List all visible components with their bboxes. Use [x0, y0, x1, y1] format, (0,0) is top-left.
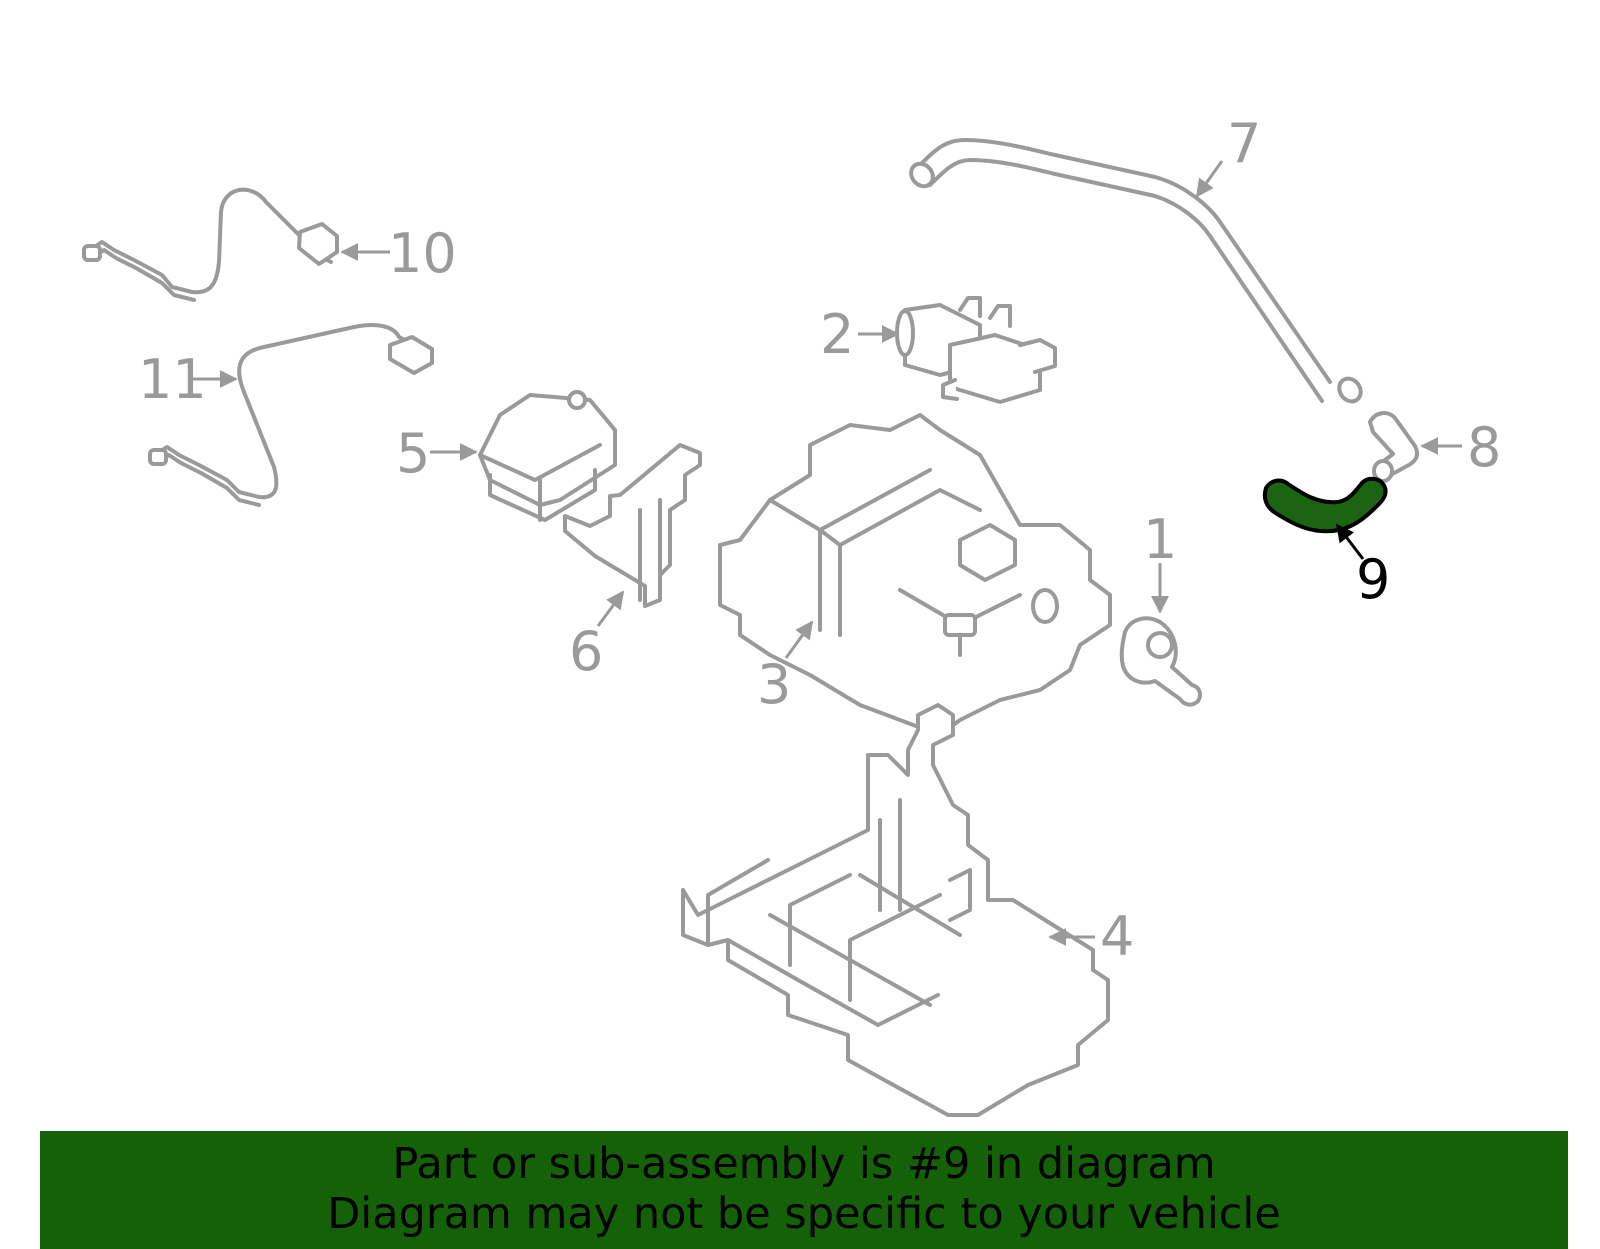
svg-text:9: 9 — [1356, 548, 1390, 611]
banner-line-part: Part or sub-assembly is #9 in diagram — [392, 1139, 1216, 1189]
part-5-canister-filter[interactable] — [478, 390, 617, 522]
svg-text:11: 11 — [138, 348, 207, 411]
callout-11: 11 — [138, 348, 238, 411]
part-6-bracket[interactable] — [563, 443, 702, 608]
svg-text:2: 2 — [820, 303, 854, 366]
callout-8: 8 — [1420, 416, 1501, 479]
svg-text:1: 1 — [1143, 508, 1177, 571]
callout-7: 7 — [1195, 112, 1261, 198]
part-3-charcoal-canister[interactable] — [718, 413, 1112, 737]
svg-text:7: 7 — [1227, 112, 1261, 175]
svg-text:10: 10 — [388, 222, 457, 285]
part-9-hose[interactable] — [1262, 476, 1388, 534]
banner-line-disclaimer: Diagram may not be specific to your vehi… — [327, 1189, 1281, 1239]
part-10-oxygen-sensor[interactable] — [82, 187, 339, 302]
callout-9: 9 — [1335, 523, 1390, 611]
svg-text:3: 3 — [757, 653, 791, 716]
part-info-banner: Part or sub-assembly is #9 in diagram Di… — [40, 1131, 1568, 1249]
callout-4: 4 — [1048, 905, 1134, 968]
part-8-elbow[interactable] — [1368, 411, 1419, 483]
part-4-tray[interactable] — [681, 703, 1110, 1117]
svg-text:5: 5 — [396, 422, 430, 485]
callout-6: 6 — [569, 590, 625, 683]
svg-text:8: 8 — [1467, 416, 1501, 479]
part-11-oxygen-sensor[interactable] — [148, 323, 434, 507]
callout-1: 1 — [1143, 508, 1177, 614]
svg-text:4: 4 — [1100, 905, 1134, 968]
part-1-vent-valve[interactable] — [1119, 616, 1202, 707]
part-7-hose[interactable] — [907, 138, 1365, 406]
callout-3: 3 — [757, 620, 814, 716]
callout-2: 2 — [820, 303, 900, 366]
part-2-purge-valve[interactable] — [895, 296, 1057, 404]
svg-text:6: 6 — [569, 620, 603, 683]
callout-5: 5 — [396, 422, 478, 485]
callout-10: 10 — [340, 222, 457, 285]
